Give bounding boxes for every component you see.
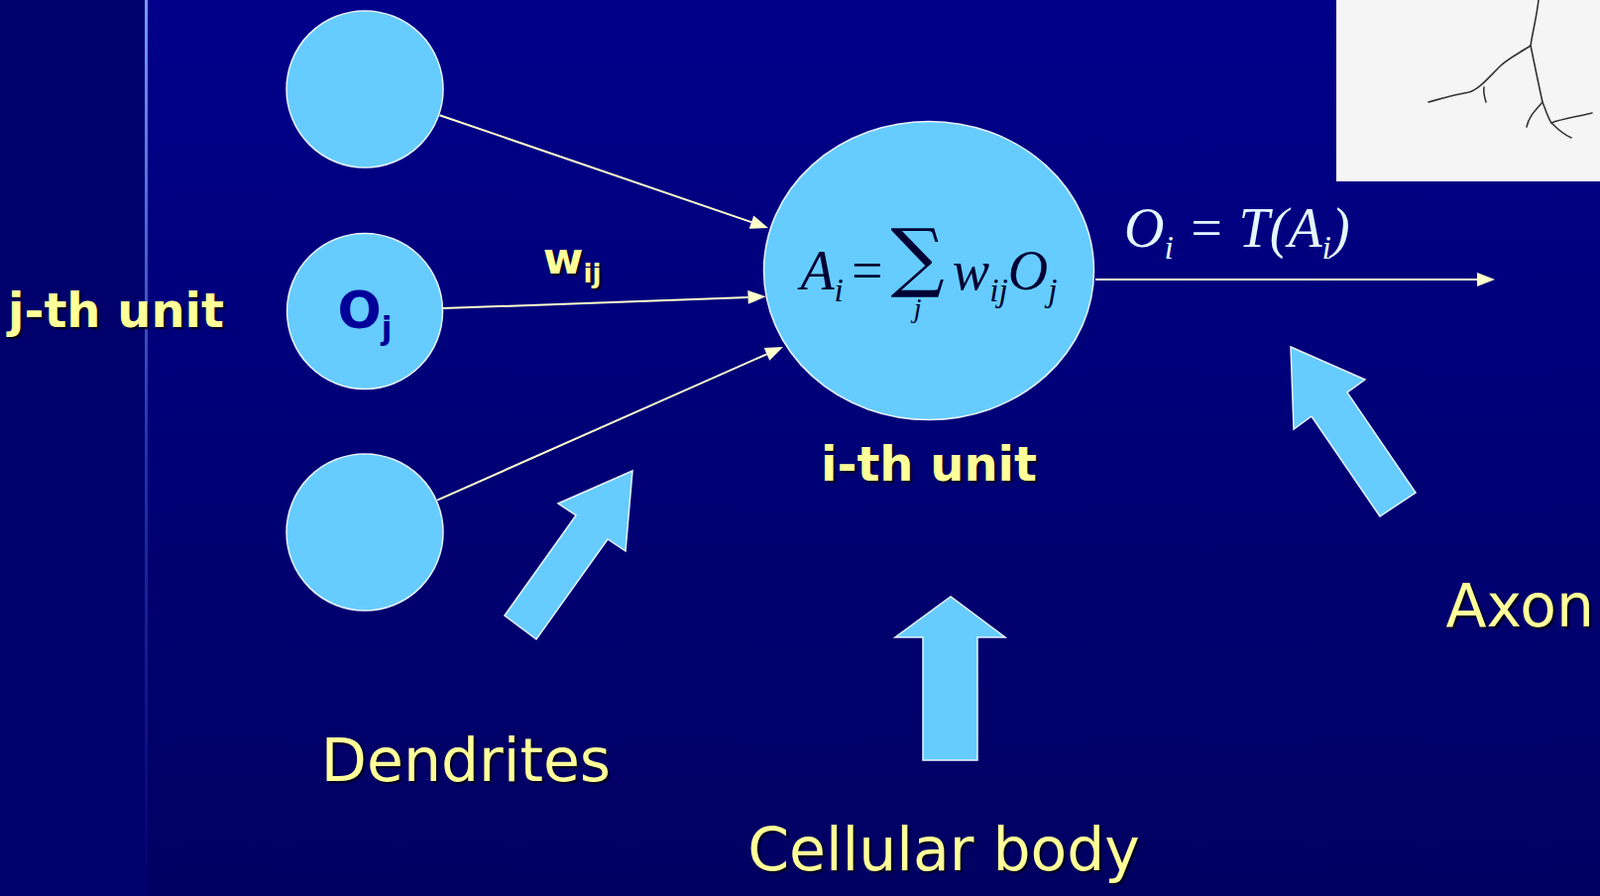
neuron-sketch-inset — [1336, 0, 1600, 182]
cell-body-ellipse-fill — [764, 121, 1095, 421]
part-label: Axon — [1446, 572, 1595, 639]
dendrite-line — [437, 353, 767, 500]
label-slot: Oi = T(Ai) — [1124, 196, 1442, 260]
text-group: = — [851, 238, 884, 303]
sum-index: j — [914, 294, 922, 323]
axon-output-line — [1095, 278, 1478, 281]
unit-circle-fill — [287, 233, 444, 390]
activation-symbol: Ai — [800, 238, 844, 303]
arrow-head — [1477, 272, 1495, 287]
shape-text-row: Ai=∑jwijOj — [800, 219, 1057, 323]
weighted-input: wijOj — [952, 238, 1058, 303]
text-part: O — [1008, 239, 1048, 302]
arrow-head — [747, 290, 766, 305]
subscript: j — [381, 310, 393, 346]
text-part: A — [800, 239, 834, 302]
text-part: O — [338, 280, 382, 341]
connector-line — [443, 297, 749, 309]
left-divider — [144, 0, 148, 896]
text-group: wijOj — [952, 238, 1058, 303]
text-group: Ai — [800, 238, 844, 303]
neuron-unit: Ai=∑jwijOji-th unit — [762, 119, 1096, 501]
text-part: w — [952, 239, 990, 302]
text-part: O — [1124, 197, 1164, 259]
shape-text-row: Oj — [338, 281, 393, 342]
text-group: Oj — [338, 281, 393, 342]
equals-sign: = — [851, 238, 884, 303]
unit-output: Oj — [338, 281, 393, 342]
label-slot: Axon — [1288, 572, 1595, 639]
arrow-head — [749, 216, 769, 229]
block-arrow — [1290, 346, 1416, 517]
input-unit: Oj j-th unit — [7, 231, 445, 391]
subscript: i — [834, 271, 844, 309]
part-label: Dendrites — [321, 727, 611, 794]
sketch-stem — [1530, 0, 1539, 46]
arrow-head — [764, 346, 784, 361]
text-slot: j-th unit — [7, 231, 278, 391]
text-part: ) — [1331, 197, 1351, 259]
dendrite-line — [440, 114, 753, 223]
text-part: w — [543, 232, 584, 284]
subscript: j — [1047, 271, 1057, 309]
left-band — [0, 0, 146, 896]
sketch-twig — [1551, 113, 1593, 123]
unit-circle: Oj — [285, 231, 445, 391]
subscript: ij — [989, 271, 1009, 309]
subscript: i — [1163, 228, 1173, 266]
text-part: = T(A — [1173, 197, 1323, 259]
sketch-twig — [1526, 102, 1543, 127]
unit-heading: i-th unit — [820, 437, 1037, 492]
label-slot: Dendrites — [257, 727, 675, 794]
output-formula: Oi = T(Ai) — [1124, 196, 1351, 260]
sketch-twig — [1484, 87, 1486, 103]
sum-symbol: ∑ — [891, 219, 945, 295]
sketch-branch — [1530, 45, 1572, 138]
input-unit-circle — [286, 454, 444, 611]
input-unit-circle — [286, 10, 444, 168]
sketch-branch — [1428, 45, 1531, 103]
text-group: ∑j — [891, 219, 945, 323]
axon-sketch — [1428, 0, 1593, 138]
unit-heading: j-th unit — [7, 283, 225, 339]
cell-body-ellipse: Ai=∑jwijOj — [762, 119, 1096, 422]
subscript: ij — [582, 257, 601, 289]
label-slot: Cellular body — [666, 816, 1222, 883]
block-arrow — [895, 596, 1006, 761]
text-slot: i-th unit — [762, 433, 1096, 497]
block-arrow — [504, 470, 633, 640]
weight-label: wij — [543, 233, 602, 285]
subscript: i — [1322, 228, 1332, 266]
part-label: Cellular body — [747, 816, 1141, 883]
connector — [443, 290, 767, 309]
